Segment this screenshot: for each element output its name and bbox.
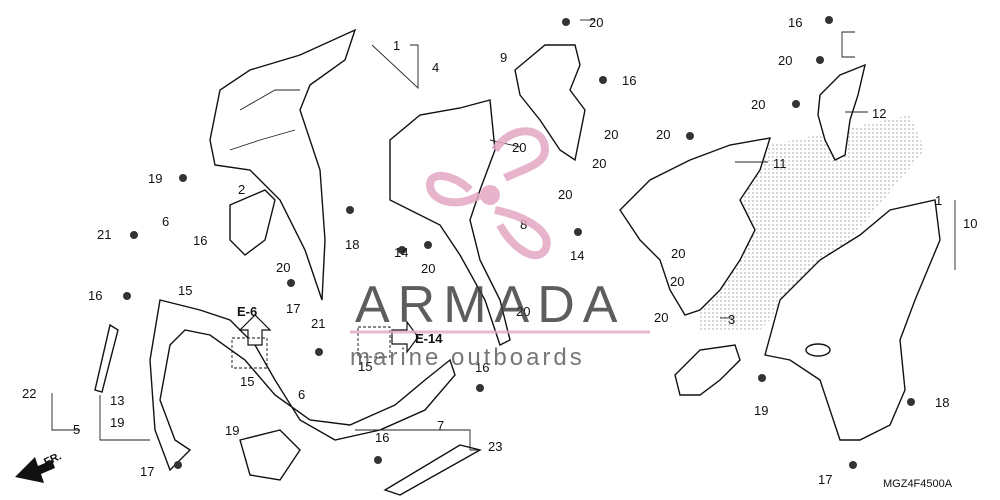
- callout-label: 19: [225, 423, 239, 438]
- front-direction-arrow: [15, 457, 55, 483]
- callout-label: 19: [754, 403, 768, 418]
- watermark-brand: ARMADA: [355, 276, 625, 334]
- callout-label: 23: [488, 439, 502, 454]
- callout-label: 20: [671, 246, 685, 261]
- callout-label: 16: [193, 233, 207, 248]
- callout-labels: 1 4 2 19 6 21 16 16 15 20 17 22 13 19 5 …: [22, 15, 977, 487]
- lower-side-cowl: [149, 299, 456, 472]
- callout-label: 17: [140, 464, 154, 479]
- callout-label: 16: [788, 15, 802, 30]
- callout-label: 16: [475, 360, 489, 375]
- callout-label: 3: [728, 312, 735, 327]
- callout-label: 1: [935, 193, 942, 208]
- bracket-3: [674, 344, 741, 396]
- callout-label: 20: [276, 260, 290, 275]
- callout-label: 22: [22, 386, 36, 401]
- callout-label: 20: [778, 53, 792, 68]
- center-cowl: [389, 99, 511, 346]
- callout-label: 15: [240, 374, 254, 389]
- callout-label: 18: [345, 237, 359, 252]
- inner-cover-11: [619, 137, 772, 316]
- ref-label-e6: E-6: [237, 304, 257, 319]
- dashed-box-e6: [231, 337, 268, 369]
- callout-label: 21: [311, 316, 325, 331]
- callout-label: 14: [570, 248, 584, 263]
- upper-cowl-part: [209, 28, 357, 301]
- callout-label: 20: [589, 15, 603, 30]
- callout-label: 20: [656, 127, 670, 142]
- diagram-code: MGZ4F4500A: [883, 478, 953, 490]
- callout-label: 20: [751, 97, 765, 112]
- callout-label: 15: [358, 359, 372, 374]
- callout-label: 20: [604, 127, 618, 142]
- callout-label: 19: [148, 171, 162, 186]
- callout-label: 9: [500, 50, 507, 65]
- callout-label: 16: [375, 430, 389, 445]
- callout-label: 7: [437, 418, 444, 433]
- callout-label: 21: [97, 227, 111, 242]
- fin-piece: [229, 189, 276, 256]
- leader-lines: [51, 19, 956, 451]
- upper-cowl-inner: [229, 89, 300, 151]
- bolt-markers: [123, 16, 915, 469]
- callout-label: 20: [421, 261, 435, 276]
- callout-label: 16: [622, 73, 636, 88]
- callout-label: 10: [963, 216, 977, 231]
- ref-label-e14: E-14: [415, 331, 443, 346]
- callout-label: 2: [238, 182, 245, 197]
- right-side-cowl: [764, 199, 941, 441]
- watermark-tagline: marine outboards: [350, 344, 585, 371]
- callout-label: 13: [110, 393, 124, 408]
- callout-label: 20: [516, 304, 530, 319]
- callout-label: 17: [818, 472, 832, 487]
- callout-label: 20: [558, 187, 572, 202]
- bracket-9: [514, 44, 586, 162]
- callout-label: 20: [654, 310, 668, 325]
- right-cowl-hole: [805, 343, 831, 357]
- callout-label: 14: [394, 245, 408, 260]
- callout-label: 16: [88, 288, 102, 303]
- callout-label: 17: [286, 301, 300, 316]
- callout-label: 19: [110, 415, 124, 430]
- decal-23: [383, 444, 482, 496]
- ref-arrow-e6: [238, 314, 272, 346]
- callout-label: 6: [298, 387, 305, 402]
- lower-cowl-panel: [239, 429, 301, 481]
- callout-label: 15: [178, 283, 192, 298]
- front-label: FR.: [42, 450, 63, 468]
- callout-label: 11: [773, 156, 787, 171]
- bracket-12: [817, 63, 866, 161]
- watermark-logo: [425, 127, 551, 260]
- callout-label: 8: [520, 217, 527, 232]
- sticker-22: [94, 323, 119, 393]
- dashed-box-e14: [357, 326, 391, 358]
- callout-label: 20: [592, 156, 606, 171]
- callout-label: 5: [73, 422, 80, 437]
- callout-label: 12: [872, 106, 886, 121]
- callout-label: 20: [670, 274, 684, 289]
- callout-label: 1: [393, 38, 400, 53]
- callout-label: 6: [162, 214, 169, 229]
- callout-label: 18: [935, 395, 949, 410]
- callout-label: 20: [512, 140, 526, 155]
- ref-arrow-e14: [391, 320, 419, 354]
- callout-label: 4: [432, 60, 439, 75]
